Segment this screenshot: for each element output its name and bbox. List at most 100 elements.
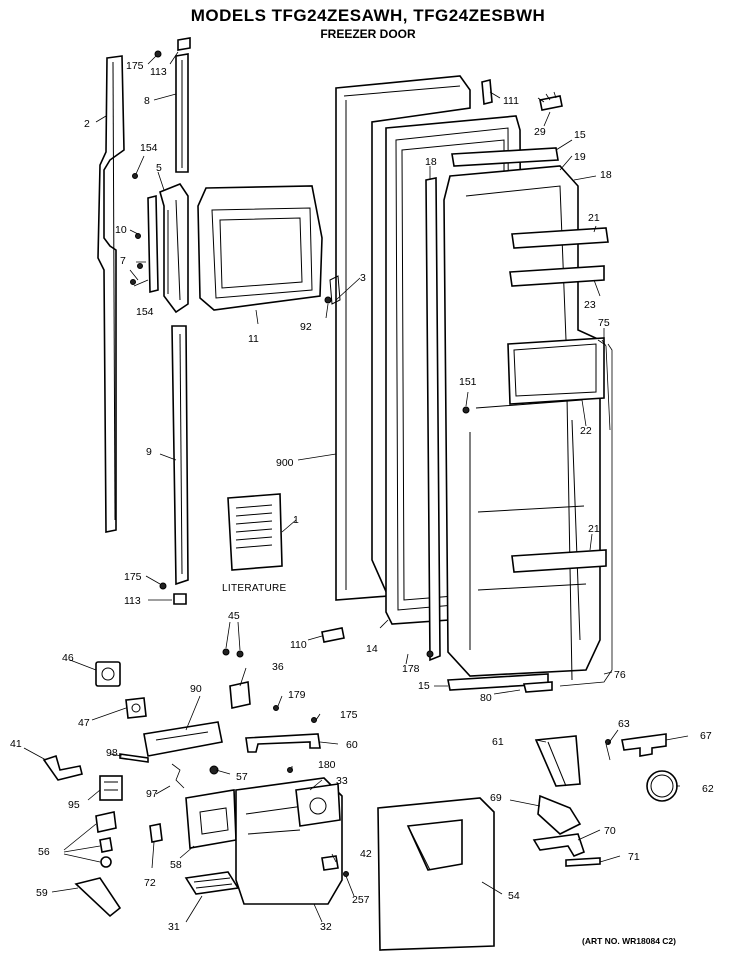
label-62: 62 (702, 783, 714, 795)
art-number: (ART NO. WR18084 C2) (582, 936, 676, 946)
label-36: 36 (272, 661, 284, 673)
label-5: 5 (156, 162, 162, 174)
label-47: 47 (78, 717, 90, 729)
part-chute-61 (534, 735, 581, 787)
label-32: 32 (320, 921, 332, 933)
label-110: 110 (290, 639, 307, 651)
part-hinge-strip-7 (147, 194, 159, 294)
part-bracket-36 (229, 681, 251, 709)
label-90: 90 (190, 683, 202, 695)
label-179: 179 (288, 689, 306, 701)
label-67: 67 (700, 730, 712, 742)
label-54: 54 (508, 890, 520, 902)
label-7: 7 (120, 255, 126, 267)
part-dispenser-panel-22 (507, 337, 605, 405)
part-switch-95 (99, 775, 123, 801)
label-92: 92 (300, 321, 312, 333)
part-mount-58 (185, 789, 237, 849)
part-bracket-67 (621, 733, 667, 757)
part-shelf-retainer-21-bottom (511, 549, 607, 573)
label-69: 69 (490, 792, 502, 804)
part-lever-70 (532, 833, 585, 857)
diagram-title: MODELS TFG24ZESAWH, TFG24ZESBWH (190, 6, 546, 25)
label-98: 98 (106, 747, 118, 759)
label-14: 14 (366, 643, 378, 655)
label-175-bottom: 175 (124, 571, 142, 583)
label-175-mid: 175 (340, 709, 358, 721)
label-42: 42 (360, 848, 372, 860)
part-actuator-47 (125, 697, 147, 719)
label-76: 76 (614, 669, 626, 681)
label-175-top: 175 (126, 60, 144, 72)
label-18-left: 18 (425, 156, 437, 168)
label-72: 72 (144, 877, 156, 889)
label-59: 59 (36, 887, 48, 899)
part-screws-small (130, 37, 191, 605)
label-33: 33 (336, 775, 348, 787)
label-10: 10 (115, 224, 127, 236)
part-ramp-59 (74, 877, 122, 918)
part-dispenser-door-54 (377, 797, 495, 951)
label-21-top: 21 (588, 212, 600, 224)
label-95: 95 (68, 799, 80, 811)
label-900: 900 (276, 457, 294, 469)
part-door-outer-panel-900 (329, 75, 471, 601)
part-shelf-retainer-21-top (511, 227, 609, 249)
part-hinge-cover-strip-8 (175, 53, 189, 173)
part-handle-60 (245, 733, 321, 753)
label-111: 111 (503, 95, 519, 107)
leader-lines (23, 51, 689, 923)
label-45: 45 (228, 610, 240, 622)
label-8: 8 (144, 95, 150, 107)
label-23: 23 (584, 299, 596, 311)
part-rod-71 (565, 857, 601, 867)
part-trim-15-top (451, 147, 559, 167)
part-number-labels: 175 113 2 8 154 5 10 7 154 9 175 113 111… (10, 60, 714, 946)
part-funnel-33 (295, 783, 341, 827)
part-trim-strip-9 (171, 325, 189, 586)
part-shelf-retainer-23 (509, 265, 605, 287)
part-wire-76 (559, 343, 613, 687)
part-hinge-bracket-5 (159, 183, 189, 314)
label-70: 70 (604, 825, 616, 837)
part-heater-29 (537, 91, 563, 111)
label-11: 11 (248, 333, 259, 345)
label-80: 80 (480, 692, 492, 704)
label-71: 71 (628, 851, 640, 863)
label-21-bottom: 21 (588, 523, 600, 535)
label-63: 63 (618, 718, 630, 730)
part-actuator-42 (321, 855, 339, 871)
part-spring-97 (171, 763, 185, 789)
part-breaker-trim-80 (522, 681, 553, 693)
label-1: 1 (293, 514, 299, 526)
part-flap-69 (537, 794, 582, 835)
label-57: 57 (236, 771, 248, 783)
label-257: 257 (352, 894, 370, 906)
part-grommet-57 (209, 765, 219, 775)
label-97: 97 (146, 788, 158, 800)
label-15-top: 15 (574, 129, 586, 141)
label-113-top: 113 (150, 66, 167, 78)
part-pin-63 (605, 743, 611, 761)
part-breaker-strip-18 (425, 177, 441, 662)
label-19: 19 (574, 151, 586, 163)
part-hardware-small (222, 296, 611, 877)
part-knob-46 (95, 661, 121, 687)
part-door-trim-strip-2 (97, 55, 125, 533)
literature-label: LITERATURE (222, 583, 287, 594)
part-blocks-56 (95, 811, 117, 868)
label-154-top: 154 (140, 142, 158, 154)
label-31: 31 (168, 921, 180, 933)
label-75: 75 (598, 317, 610, 329)
label-15-bottom: 15 (418, 680, 430, 692)
part-lever-41 (42, 754, 83, 781)
label-154-bottom: 154 (136, 306, 154, 318)
part-tray-31 (184, 871, 240, 895)
part-stop-111 (481, 78, 493, 106)
label-58: 58 (170, 859, 182, 871)
part-door-liner-19 (443, 165, 601, 681)
part-inner-panel-11 (197, 185, 323, 311)
part-clip-72 (149, 823, 163, 843)
